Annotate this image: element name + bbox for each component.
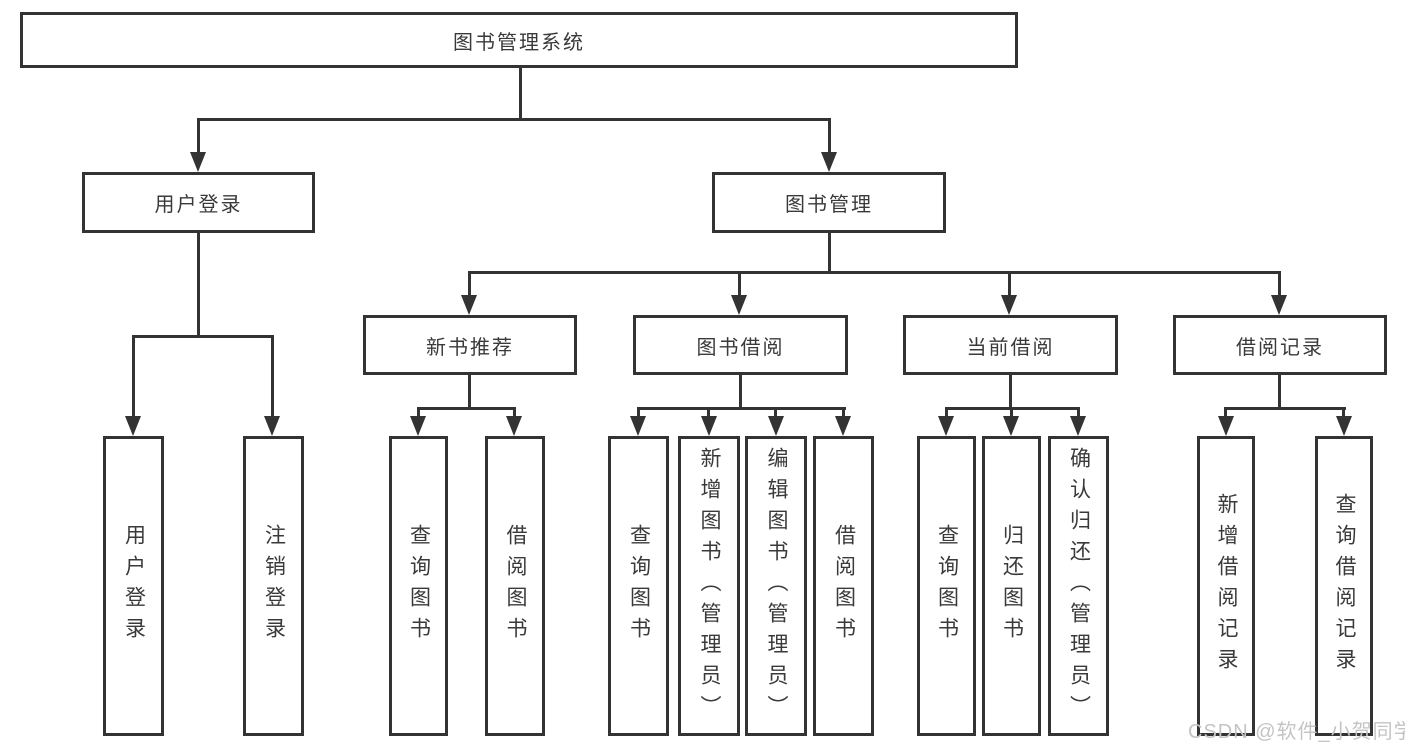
connector-book-borrow-stem	[739, 375, 742, 410]
leaf-borrow-books-1-label: 借阅图书	[504, 524, 527, 648]
connector-leaf-drop	[1224, 407, 1227, 420]
node-new-book-recommend: 新书推荐	[363, 315, 577, 375]
leaf-edit-book-admin: 编辑图书（管理员）	[745, 436, 807, 736]
connector-leaf-drop	[707, 407, 710, 420]
leaf-query-books-1: 查询图书	[389, 436, 448, 736]
leaf-logout: 注销登录	[243, 436, 304, 736]
leaf-query-books-3-label: 查询图书	[935, 524, 959, 648]
node-root: 图书管理系统	[20, 12, 1018, 68]
leaf-add-borrow-record-label: 新增借阅记录	[1215, 493, 1238, 679]
node-root-label: 图书管理系统	[453, 31, 585, 54]
arrow-down-icon	[1001, 295, 1017, 315]
csdn-watermark: CSDN @软件_小贺同学	[1188, 721, 1405, 743]
connector-level3-rail	[468, 271, 1281, 274]
node-book-borrow: 图书借阅	[633, 315, 848, 375]
connector-book-borrow-rail	[637, 407, 846, 410]
node-user-login: 用户登录	[82, 172, 315, 233]
arrow-down-icon	[125, 416, 141, 436]
node-borrow-records-label: 借阅记录	[1236, 336, 1324, 359]
connector-level3-drop	[1278, 271, 1281, 298]
leaf-user-login: 用户登录	[103, 436, 164, 736]
leaf-return-books: 归还图书	[982, 436, 1041, 736]
leaf-return-books-label: 归还图书	[1000, 524, 1024, 648]
node-book-management: 图书管理	[712, 172, 946, 233]
leaf-confirm-return-admin-label: 确认归还（管理员）	[1067, 446, 1091, 726]
connector-level2-rail	[197, 118, 831, 121]
leaf-borrow-books-2-label: 借阅图书	[832, 524, 856, 648]
node-book-borrow-label: 图书借阅	[696, 336, 785, 359]
connector-new-book-stem	[468, 375, 471, 410]
connector-leaf-drop	[271, 335, 274, 420]
node-current-borrow: 当前借阅	[903, 315, 1118, 375]
connector-book-mgmt-drop	[828, 118, 831, 156]
connector-borrow-records-rail	[1224, 407, 1346, 410]
arrow-down-icon	[835, 416, 851, 436]
connector-borrow-records-stem	[1278, 375, 1281, 410]
connector-root-stem	[519, 67, 522, 120]
leaf-query-borrow-record-label: 查询借阅记录	[1333, 493, 1356, 679]
node-new-book-recommend-label: 新书推荐	[426, 336, 514, 359]
arrow-down-icon	[1218, 416, 1234, 436]
arrow-down-icon	[1003, 416, 1019, 436]
arrow-down-icon	[506, 416, 522, 436]
arrow-down-icon	[768, 416, 784, 436]
arrow-down-icon	[1271, 295, 1287, 315]
leaf-query-books-2: 查询图书	[608, 436, 669, 736]
leaf-query-books-2-label: 查询图书	[627, 524, 651, 648]
connector-level3-drop	[468, 271, 471, 298]
arrow-down-icon	[821, 152, 837, 172]
leaf-add-book-admin-label: 新增图书（管理员）	[698, 446, 721, 726]
leaf-query-borrow-record: 查询借阅记录	[1315, 436, 1373, 736]
arrow-down-icon	[410, 416, 426, 436]
node-current-borrow-label: 当前借阅	[966, 336, 1055, 359]
connector-leaf-drop	[774, 407, 777, 420]
node-user-login-label: 用户登录	[154, 194, 243, 216]
connector-current-borrow-stem	[1009, 375, 1012, 410]
connector-leaf-drop	[842, 407, 845, 420]
connector-user-login-drop	[197, 118, 200, 156]
connector-new-book-rail	[417, 407, 516, 410]
leaf-query-books-1-label: 查询图书	[407, 524, 431, 648]
leaf-add-book-admin: 新增图书（管理员）	[678, 436, 740, 736]
leaf-user-login-label: 用户登录	[122, 524, 146, 648]
leaf-logout-label: 注销登录	[262, 524, 286, 648]
connector-leaf-drop	[1010, 407, 1013, 420]
leaf-borrow-books-1: 借阅图书	[485, 436, 545, 736]
arrow-down-icon	[630, 416, 646, 436]
arrow-down-icon	[190, 152, 206, 172]
connector-level3-drop	[1008, 271, 1011, 298]
connector-user-login-rail	[132, 335, 274, 338]
connector-leaf-drop	[1077, 407, 1080, 420]
connector-level3-drop	[738, 271, 741, 298]
leaf-borrow-books-2: 借阅图书	[813, 436, 874, 736]
connector-leaf-drop	[637, 407, 640, 420]
node-book-management-label: 图书管理	[785, 194, 873, 216]
arrow-down-icon	[461, 295, 477, 315]
connector-book-mgmt-stem	[828, 233, 831, 274]
connector-leaf-drop	[513, 407, 516, 420]
leaf-add-borrow-record: 新增借阅记录	[1197, 436, 1255, 736]
arrow-down-icon	[701, 416, 717, 436]
leaf-query-books-3: 查询图书	[917, 436, 976, 736]
arrow-down-icon	[938, 416, 954, 436]
connector-user-login-stem	[197, 233, 200, 338]
arrow-down-icon	[1336, 416, 1352, 436]
leaf-edit-book-admin-label: 编辑图书（管理员）	[765, 446, 788, 726]
connector-leaf-drop	[1342, 407, 1345, 420]
leaf-confirm-return-admin: 确认归还（管理员）	[1048, 436, 1109, 736]
arrow-down-icon	[731, 295, 747, 315]
arrow-down-icon	[1070, 416, 1086, 436]
node-borrow-records: 借阅记录	[1173, 315, 1387, 375]
connector-leaf-drop	[417, 407, 420, 420]
arrow-down-icon	[264, 416, 280, 436]
connector-leaf-drop	[945, 407, 948, 420]
connector-leaf-drop	[132, 335, 135, 420]
